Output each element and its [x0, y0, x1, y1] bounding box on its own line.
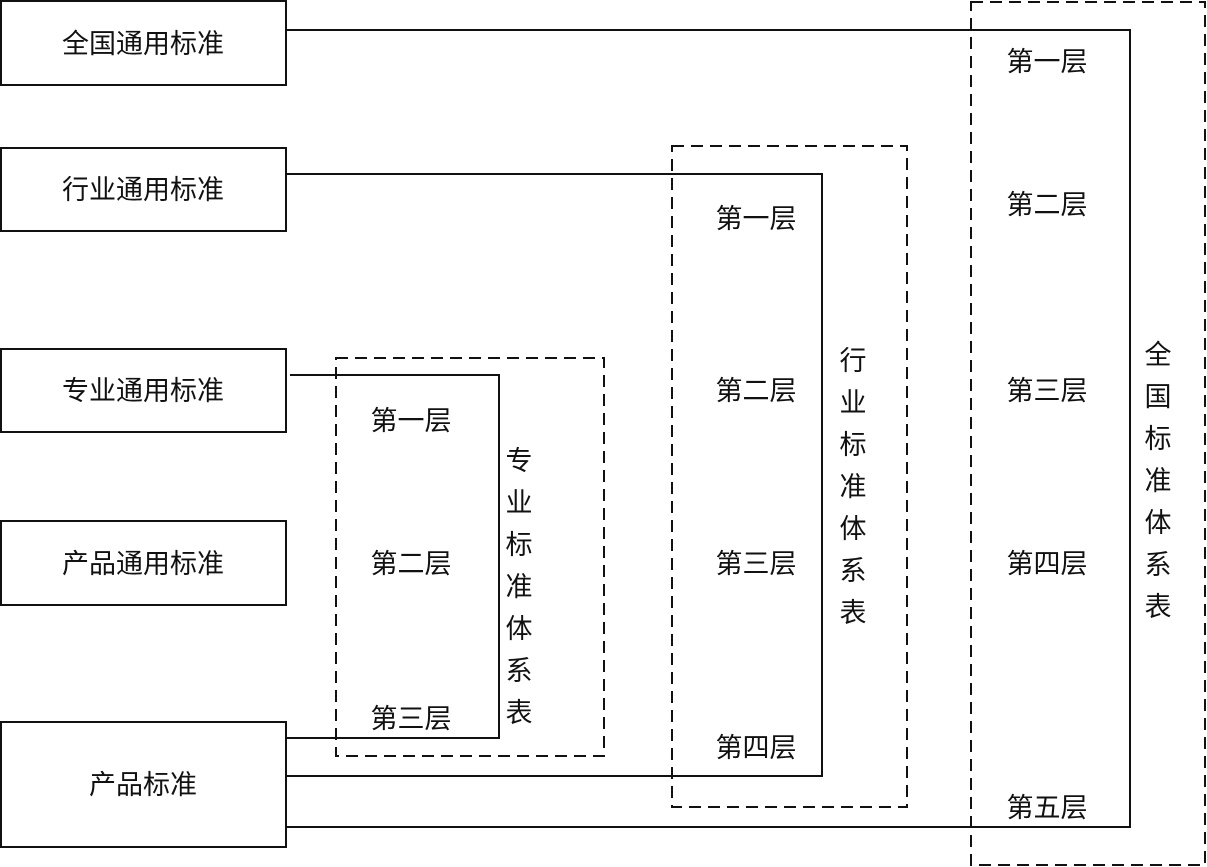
industry-layers: 第一层 第二层 第三层 第四层	[716, 204, 797, 764]
title-char: 标	[506, 530, 533, 561]
layer-label: 第四层	[1007, 549, 1088, 580]
national-title-vertical: 全 国 标 准 体 系 表	[1145, 340, 1172, 623]
title-char: 行	[840, 346, 867, 377]
title-char: 表	[1145, 592, 1172, 623]
title-char: 业	[840, 388, 867, 419]
title-char: 系	[506, 656, 533, 687]
box-label: 全国通用标准	[62, 29, 224, 60]
specialty-bracket	[286, 374, 500, 739]
specialty-layers: 第一层 第二层 第三层	[371, 406, 452, 735]
layer-label: 第一层	[1007, 47, 1088, 78]
layer-label: 第一层	[716, 204, 797, 235]
title-char: 专	[506, 446, 533, 477]
box-label: 产品标准	[89, 770, 197, 801]
title-char: 准	[840, 472, 867, 503]
national-bracket	[286, 29, 1131, 828]
title-char: 表	[506, 698, 533, 729]
box-label: 产品通用标准	[62, 549, 224, 580]
title-char: 表	[840, 598, 867, 629]
industry-bracket	[286, 173, 823, 777]
title-char: 业	[506, 488, 533, 519]
title-char: 体	[506, 614, 533, 645]
layer-label: 第二层	[716, 376, 797, 407]
box-specialty-general: 专业通用标准	[0, 348, 287, 433]
layer-label: 第四层	[716, 733, 797, 764]
industry-group-frame	[671, 145, 908, 808]
box-national-general: 全国通用标准	[0, 0, 287, 86]
box-label: 专业通用标准	[62, 376, 224, 407]
layer-label: 第一层	[371, 406, 452, 437]
national-group-frame	[970, 1, 1206, 866]
layer-label: 第二层	[371, 549, 452, 580]
title-char: 体	[840, 514, 867, 545]
title-char: 系	[840, 556, 867, 587]
box-product: 产品标准	[0, 721, 287, 848]
layer-label: 第二层	[1007, 190, 1088, 221]
title-char: 标	[840, 430, 867, 461]
layer-label: 第三层	[716, 549, 797, 580]
layer-label: 第五层	[1007, 793, 1088, 824]
box-label: 行业通用标准	[62, 175, 224, 206]
title-char: 准	[1145, 466, 1172, 497]
industry-title-vertical: 行 业 标 准 体 系 表	[840, 346, 867, 629]
title-char: 全	[1145, 340, 1172, 371]
specialty-title-vertical: 专 业 标 准 体 系 表	[506, 446, 533, 729]
box-industry-general: 行业通用标准	[0, 147, 287, 232]
national-layers: 第一层 第二层 第三层 第四层 第五层	[1007, 47, 1088, 824]
title-char: 标	[1145, 424, 1172, 455]
layer-label: 第三层	[1007, 376, 1088, 407]
layer-label: 第三层	[371, 704, 452, 735]
box-product-general: 产品通用标准	[0, 520, 287, 606]
title-char: 系	[1145, 550, 1172, 581]
title-char: 准	[506, 572, 533, 603]
title-char: 国	[1145, 382, 1172, 413]
title-char: 体	[1145, 508, 1172, 539]
specialty-group-frame	[335, 357, 605, 757]
